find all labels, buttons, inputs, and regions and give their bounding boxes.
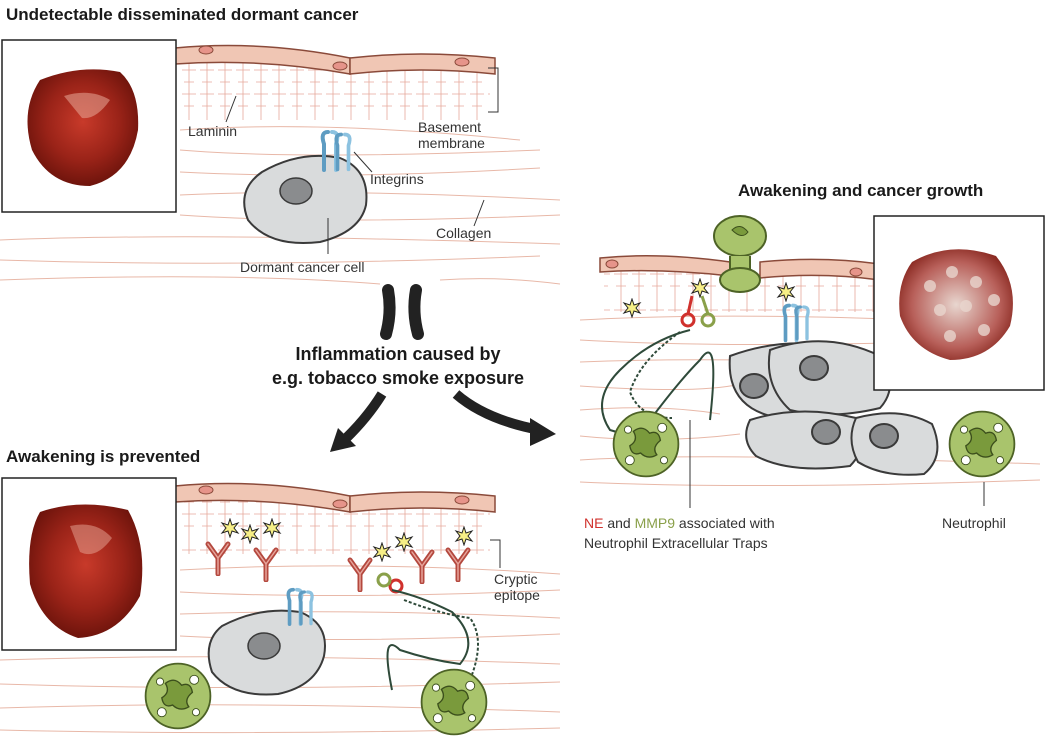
callout-cryptic xyxy=(490,539,501,568)
antibody-icon xyxy=(350,560,370,590)
label-ne: NE xyxy=(584,515,603,531)
neutrophil-extravasating xyxy=(713,215,767,293)
panel-dormant: Undetectable disseminated dormant cancer xyxy=(0,5,561,285)
center-text-line1: Inflammation caused by xyxy=(295,344,500,364)
label-assoc: associated with xyxy=(675,515,775,531)
basement-membrane-top xyxy=(174,44,496,75)
panel-prevented: Awakening is prevented xyxy=(0,447,561,736)
ne-enzyme-icon xyxy=(388,578,404,594)
label-basement-1: Basement xyxy=(418,119,481,135)
label-neutrophil: Neutrophil xyxy=(942,515,1006,531)
inflammation-arrows xyxy=(330,284,556,452)
label-mmp9: MMP9 xyxy=(635,515,676,531)
mmp9-enzyme-icon xyxy=(376,572,392,588)
dormant-cancer-cell-bottom xyxy=(207,609,326,696)
basement-membrane-bottom xyxy=(174,482,496,513)
antibody-icon xyxy=(256,550,276,580)
membrane-bracket xyxy=(488,67,499,113)
net-strands-bottom xyxy=(386,589,479,691)
neutrophil-icon xyxy=(144,662,212,730)
mmp9-enzyme-icon xyxy=(700,295,716,328)
panel-awakening: Awakening and cancer growth xyxy=(579,181,1045,551)
callout-lines-top xyxy=(225,95,485,254)
neutrophil-icon xyxy=(612,410,680,478)
antibody-icon xyxy=(448,550,468,580)
label-and: and xyxy=(603,515,634,531)
label-cryptic-1: Cryptic xyxy=(494,571,538,587)
heading-dormant: Undetectable disseminated dormant cancer xyxy=(6,5,359,24)
cancer-cell-cluster xyxy=(728,340,939,476)
center-text-line2: e.g. tobacco smoke exposure xyxy=(272,368,524,388)
label-integrins: Integrins xyxy=(370,171,424,187)
label-collagen: Collagen xyxy=(436,225,491,241)
neutrophil-icon xyxy=(948,410,1016,478)
label-dormant-cell: Dormant cancer cell xyxy=(240,259,365,275)
neutrophil-icon xyxy=(420,668,488,736)
photo-lung-prevented xyxy=(1,477,177,651)
label-ne-mmp9: NE and MMP9 associated with xyxy=(584,515,775,531)
heading-prevented: Awakening is prevented xyxy=(6,447,200,466)
ne-enzyme-icon xyxy=(680,295,696,328)
label-basement-2: membrane xyxy=(418,135,485,151)
label-laminin: Laminin xyxy=(188,123,237,139)
photo-lung-dormant xyxy=(1,39,177,213)
label-cryptic-2: epitope xyxy=(494,587,540,603)
label-net: Neutrophil Extracellular Traps xyxy=(584,535,768,551)
heading-awakening: Awakening and cancer growth xyxy=(738,181,983,200)
photo-lung-tumor xyxy=(873,215,1045,391)
